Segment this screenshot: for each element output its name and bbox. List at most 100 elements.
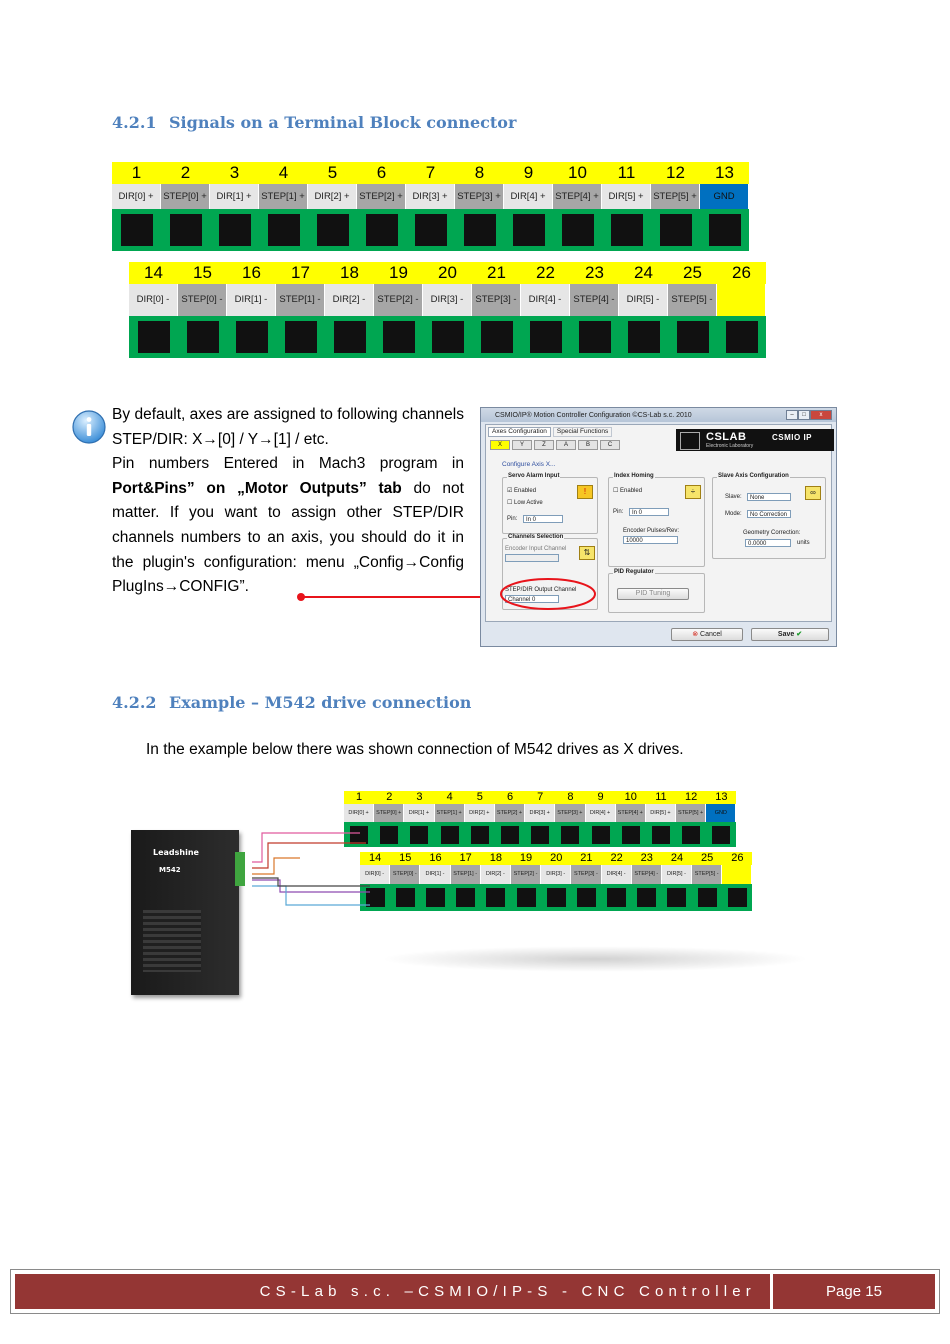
terminal-number: 9 xyxy=(585,791,616,804)
terminal-screw xyxy=(259,209,308,251)
terminal-signal-label: DIR[3] - xyxy=(423,284,472,316)
terminal-screw xyxy=(357,209,406,251)
step-dir-output-select[interactable]: Channel 0 xyxy=(505,595,559,603)
terminal-number: 4 xyxy=(259,162,308,184)
low-active-checkbox[interactable]: ☐ Low Active xyxy=(507,500,543,506)
terminal-screw xyxy=(585,822,616,847)
homing-enabled-checkbox[interactable]: ☐ Enabled xyxy=(613,488,643,494)
save-button[interactable]: Save ✔ xyxy=(751,628,829,641)
terminal-screw xyxy=(601,884,632,911)
terminal-number: 1 xyxy=(112,162,161,184)
servo-alarm-group: Servo Alarm Input ☑ Enabled ☐ Low Active… xyxy=(502,473,598,534)
mode-select[interactable]: No Correction xyxy=(747,510,791,518)
highlight-ellipse xyxy=(500,578,596,610)
axis-tab-b[interactable]: B xyxy=(578,440,598,450)
servo-pin-select[interactable]: In 0 xyxy=(523,515,563,523)
pid-regulator-group: PID Regulator PID Tuning xyxy=(608,569,705,613)
axis-tab-z[interactable]: Z xyxy=(534,440,554,450)
terminal-signal-label: STEP[0] + xyxy=(161,184,210,209)
tab-axes-configuration[interactable]: Axes Configuration xyxy=(488,427,551,437)
terminal-signal-label: DIR[5] + xyxy=(602,184,651,209)
terminal-signal-label: STEP[4] + xyxy=(553,184,602,209)
terminal-number: 14 xyxy=(129,262,178,284)
channels-icon: ⇅ xyxy=(579,546,595,560)
info-icon xyxy=(71,409,107,445)
axis-tab-x[interactable]: X xyxy=(490,440,510,450)
cancel-button[interactable]: ⊗ Cancel xyxy=(671,628,743,641)
dialog-title: CSMIO/IP® Motion Controller Configuratio… xyxy=(495,411,692,419)
terminal-screw xyxy=(525,822,556,847)
terminal-signal-label: DIR[5] - xyxy=(661,865,693,884)
terminal-screw xyxy=(645,822,677,847)
terminal-screw xyxy=(722,884,753,911)
terminal-signal-label: STEP[3] - xyxy=(472,284,521,316)
drive-spec-table xyxy=(143,910,201,972)
terminal-screw xyxy=(404,822,435,847)
terminal-screw xyxy=(161,209,210,251)
homing-pin-select[interactable]: In 0 xyxy=(629,508,669,516)
example-paragraph: In the example below there was shown con… xyxy=(146,741,684,758)
terminal-signal-label: STEP[4] - xyxy=(631,865,662,884)
tab-special-functions[interactable]: Special Functions xyxy=(552,427,613,437)
encoder-pulses-input[interactable]: 10000 xyxy=(623,536,678,544)
maximize-icon[interactable]: □ xyxy=(798,410,810,420)
terminal-number: 26 xyxy=(722,852,753,865)
minimize-icon[interactable]: – xyxy=(786,410,798,420)
axis-tab-c[interactable]: C xyxy=(600,440,620,450)
terminal-signal-label: DIR[5] - xyxy=(619,284,668,316)
link-icon: ∞ xyxy=(805,486,821,500)
close-icon[interactable]: x xyxy=(810,410,832,420)
section-title: Signals on a Terminal Block connector xyxy=(169,113,517,132)
terminal-screw xyxy=(178,316,227,358)
block-shadow xyxy=(380,946,810,972)
terminal-screw xyxy=(455,209,504,251)
axis-tab-a[interactable]: A xyxy=(556,440,576,450)
terminal-screw xyxy=(571,884,602,911)
terminal-signal-label: STEP[1] - xyxy=(276,284,325,316)
geometry-correction-input[interactable]: 0.0000 xyxy=(745,539,791,547)
axis-tab-y[interactable]: Y xyxy=(512,440,532,450)
terminal-signal-label: DIR[4] - xyxy=(601,865,632,884)
encoder-input-select[interactable] xyxy=(505,554,559,562)
terminal-number: 10 xyxy=(553,162,602,184)
terminal-number: 16 xyxy=(420,852,451,865)
terminal-screw xyxy=(112,209,161,251)
terminal-number: 23 xyxy=(570,262,619,284)
terminal-signal-label: DIR[4] + xyxy=(585,804,616,822)
callout-arrow xyxy=(297,591,492,603)
terminal-screw xyxy=(700,209,749,251)
terminal-number: 6 xyxy=(494,791,526,804)
terminal-number: 24 xyxy=(619,262,668,284)
terminal-screw xyxy=(504,209,553,251)
connection-wires xyxy=(252,832,370,906)
terminal-signal-label: DIR[3] - xyxy=(541,865,572,884)
pid-tuning-button[interactable]: PID Tuning xyxy=(617,588,689,600)
slave-select[interactable]: None xyxy=(747,493,791,501)
drive-terminal-connector xyxy=(235,852,245,886)
enabled-checkbox[interactable]: ☑ Enabled xyxy=(507,488,537,494)
terminal-screw xyxy=(494,822,526,847)
terminal-screw xyxy=(570,316,619,358)
